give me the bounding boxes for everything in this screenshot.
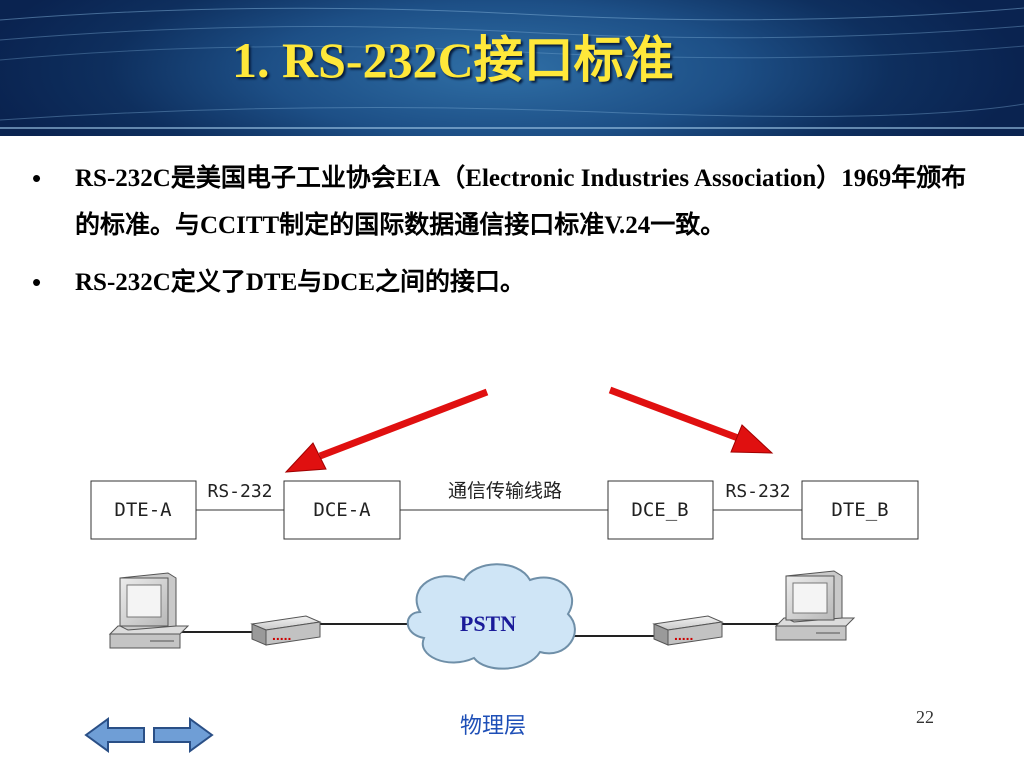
slide-title: 1. RS-232C接口标准 bbox=[232, 32, 674, 88]
dce-b-box: DCE_B bbox=[607, 480, 714, 540]
modem-icon: ..... bbox=[652, 615, 724, 646]
bullet-marker: • bbox=[32, 163, 42, 193]
dte-b-label: DTE_B bbox=[831, 499, 888, 521]
bullet-text: RS-232C定义了DTE与DCE之间的接口。 bbox=[75, 269, 526, 296]
modem-icon: ..... bbox=[250, 615, 322, 646]
computer-icon bbox=[774, 570, 856, 641]
rs232-label-left: RS-232 bbox=[207, 481, 272, 502]
slide-header: 1. RS-232C接口标准 bbox=[0, 0, 1024, 136]
header-wave-lines bbox=[0, 7, 1024, 129]
modem-status-dots: ..... bbox=[674, 627, 693, 643]
forward-button[interactable] bbox=[150, 716, 214, 754]
rs232-label-right: RS-232 bbox=[725, 481, 790, 502]
pstn-cloud: PSTN bbox=[406, 563, 576, 670]
modem-status-dots: ..... bbox=[272, 627, 291, 643]
arrow-to-dce-a bbox=[284, 388, 489, 473]
pstn-label: PSTN bbox=[460, 611, 516, 636]
bullet-text: RS-232C是美国电子工业协会EIA（Electronic Industrie… bbox=[75, 165, 967, 239]
bullet-item: • RS-232C是美国电子工业协会EIA（Electronic Industr… bbox=[30, 155, 990, 249]
back-button[interactable] bbox=[84, 716, 148, 754]
dte-a-box: DTE-A bbox=[90, 480, 197, 540]
dte-b-box: DTE_B bbox=[801, 480, 919, 540]
dce-b-label: DCE_B bbox=[631, 499, 688, 521]
transmission-line-label: 通信传输线路 bbox=[448, 480, 562, 502]
bullet-marker: • bbox=[32, 267, 42, 297]
page-number: 22 bbox=[916, 707, 934, 727]
computer-icon bbox=[108, 572, 190, 649]
left-arrow-icon bbox=[84, 717, 145, 753]
bullet-item: • RS-232C定义了DTE与DCE之间的接口。 bbox=[30, 259, 990, 306]
footer-topic-label: 物理层 bbox=[460, 714, 527, 739]
bullet-list: • RS-232C是美国电子工业协会EIA（Electronic Industr… bbox=[30, 155, 990, 316]
dte-a-label: DTE-A bbox=[114, 499, 172, 521]
dce-a-box: DCE-A bbox=[283, 480, 401, 540]
right-arrow-icon bbox=[153, 717, 214, 753]
dce-a-label: DCE-A bbox=[313, 499, 371, 521]
arrow-to-dte-b bbox=[608, 386, 774, 454]
